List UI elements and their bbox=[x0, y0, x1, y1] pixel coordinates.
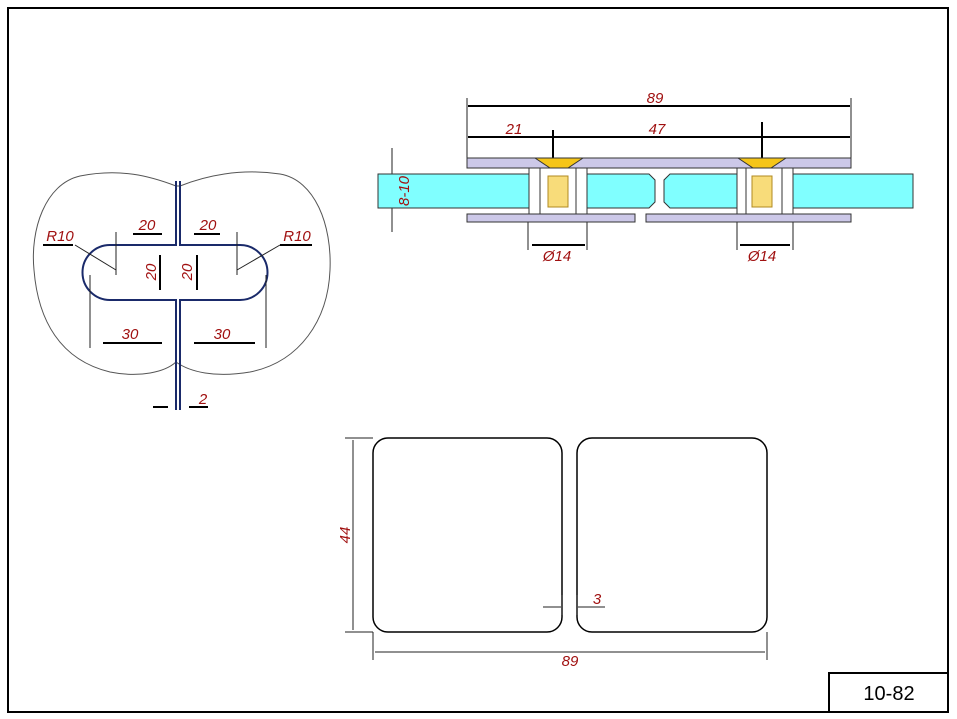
bottom-plate-left bbox=[466, 213, 636, 223]
dim-width-right: 20 bbox=[199, 217, 217, 234]
plate-right bbox=[576, 437, 768, 633]
plate-left bbox=[372, 437, 563, 633]
dim-hole-right: Ø14 bbox=[747, 248, 776, 265]
dim-centers: 47 bbox=[649, 121, 666, 138]
dim-radius-right: R10 bbox=[283, 228, 311, 245]
bottom-plate-right bbox=[645, 213, 852, 223]
dim-hole-left: Ø14 bbox=[542, 248, 571, 265]
drawing-code: 10-82 bbox=[863, 683, 914, 705]
front-view: 44 89 3 bbox=[337, 437, 768, 670]
title-block: 10-82 bbox=[828, 672, 949, 713]
dim-radius-left: R10 bbox=[46, 228, 74, 245]
dim-height: 44 bbox=[337, 527, 354, 544]
dim-overall: 89 bbox=[647, 90, 664, 107]
dim-height-left: 20 bbox=[143, 263, 160, 281]
section-view: 89 21 47 8-10 Ø14 Ø14 bbox=[377, 90, 914, 265]
slot-outline bbox=[81, 181, 269, 410]
dim-width: 89 bbox=[562, 653, 579, 670]
dim-gap: 2 bbox=[198, 391, 208, 408]
bolt-right bbox=[736, 157, 794, 215]
dim-height-right: 20 bbox=[179, 263, 196, 281]
dim-thickness: 8-10 bbox=[396, 175, 413, 206]
dim-half-left: 30 bbox=[122, 326, 139, 343]
plan-view: 20 20 R10 R10 20 20 30 30 2 bbox=[32, 171, 331, 410]
dim-width-left: 20 bbox=[138, 217, 156, 234]
dim-gap: 3 bbox=[593, 591, 602, 608]
top-plate bbox=[466, 157, 852, 169]
dim-edge: 21 bbox=[505, 121, 523, 138]
bolt-left bbox=[528, 157, 588, 215]
glass-panel-left bbox=[377, 173, 656, 209]
dim-half-right: 30 bbox=[214, 326, 231, 343]
